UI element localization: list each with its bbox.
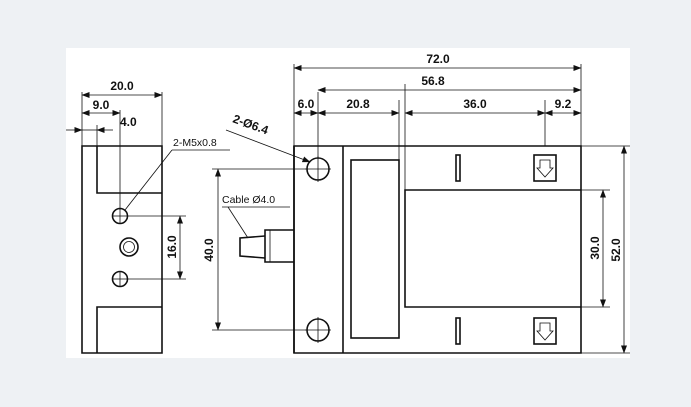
dim-hole-offset: 6.0 [298,97,315,111]
dim-front-hole-offset: 9.0 [93,98,110,112]
dim-front-width: 20.0 [110,79,134,93]
mount-hole-upper [305,156,331,182]
dim-window-width: 20.8 [346,97,370,111]
dim-slot-width: 36.0 [463,97,487,111]
cable [239,229,294,263]
dim-slot-height: 30.0 [588,236,602,260]
front-view-lower-step [96,306,162,353]
indicator-bar-lower [455,317,461,345]
front-view-body [81,145,163,354]
front-view: 20.0 9.0 4.0 2-M5x0.8 16.0 [66,79,230,354]
down-arrow-icon [533,154,557,182]
sensing-slot [404,189,581,308]
thread-callout: 2-M5x0.8 [173,137,217,149]
dim-end-margin: 9.2 [555,97,572,111]
mount-holes-callout: 2-Ø6.4 [231,112,271,138]
side-view: Cable Ø4.0 2-Ø6.4 72.0 56.8 6.0 20.8 36.… [202,52,630,354]
front-view-upper-step [96,146,162,194]
dim-overall-height: 52.0 [609,238,623,262]
dim-thread-spacing: 16.0 [165,235,179,259]
dim-front-step: 4.0 [120,115,137,129]
dim-hole-spacing: 40.0 [202,238,216,262]
dim-overall-length: 72.0 [426,52,450,66]
threaded-hole-lower [111,270,129,288]
threaded-hole-upper [111,207,129,225]
side-view-body [293,145,582,354]
cable-port [119,237,139,257]
dim-hole-to-end: 56.8 [421,74,445,88]
cable-callout: Cable Ø4.0 [222,194,275,206]
mount-hole-lower [305,317,331,343]
indicator-bar-upper [455,154,461,182]
down-arrow-icon [533,317,557,345]
sensor-window [350,159,400,339]
